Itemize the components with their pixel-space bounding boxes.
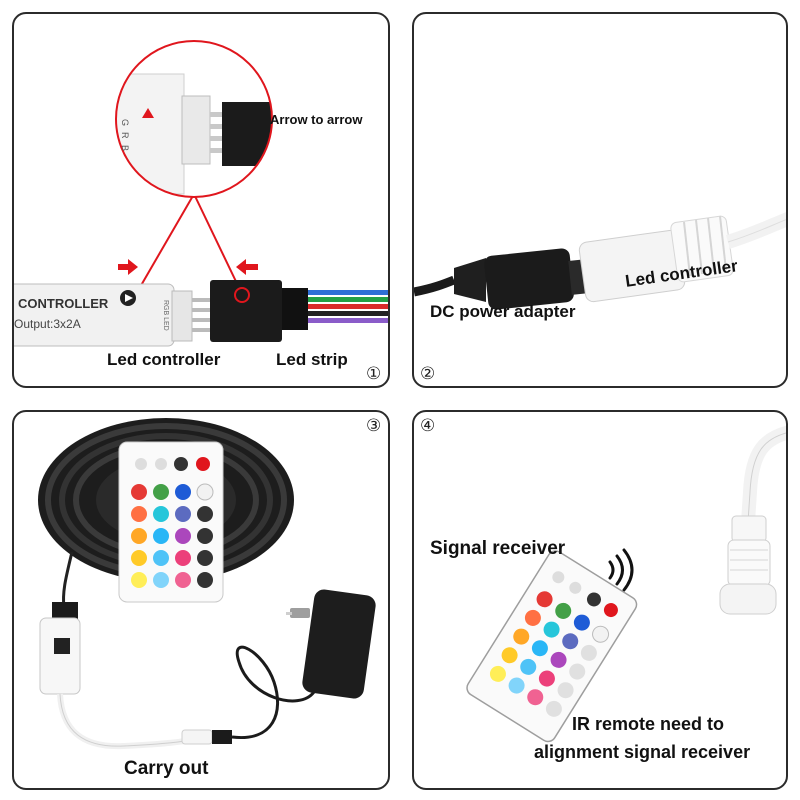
rgb-led-text: RGB LED <box>162 300 169 331</box>
signal-receiver <box>719 515 777 615</box>
controller-output-text: Output:3x2A <box>14 317 81 331</box>
callout-line-right <box>193 193 243 295</box>
controller-brand-text: CONTROLLER <box>18 296 109 311</box>
pin-letter-g: G <box>120 119 130 127</box>
label-dc-power-adapter: DC power adapter <box>430 302 576 321</box>
panel-number-4: ④ <box>420 416 436 435</box>
panel-power-adapter-connection: Led controller DC power adapter ② <box>412 12 788 388</box>
rgb-wires <box>304 290 388 323</box>
callout-line-left <box>131 193 195 302</box>
zoom-callout <box>115 40 273 198</box>
label-signal-receiver: Signal receiver <box>430 538 566 559</box>
wireless-signal-icon <box>608 548 634 592</box>
callout-label: Arrow to arrow <box>270 112 363 127</box>
label-carry-out: Carry out <box>124 758 209 779</box>
label-ir-remote-line2: alignment signal receiver <box>534 742 751 762</box>
pin-letter-b: B <box>120 145 130 152</box>
controller-cable <box>725 212 786 249</box>
ir-remote <box>466 550 638 743</box>
complete-kit-illustration <box>38 418 376 750</box>
label-ir-remote-line1: IR remote need to <box>572 714 725 734</box>
adapter-cable <box>414 275 456 297</box>
panel-connection-controller-strip: Arrow to arrow G R B CONTROLLER Output:3… <box>12 12 390 388</box>
panel-ir-remote-alignment: Signal receiver IR remote need to alignm… <box>412 410 788 790</box>
dc-adapter-illustration <box>414 212 786 310</box>
controller-power-cable <box>57 693 201 750</box>
led-controller-body <box>14 283 175 347</box>
label-led-strip: Led strip <box>276 350 348 369</box>
dc-socket-white <box>578 215 734 303</box>
adapter-cable-coil <box>231 645 316 740</box>
controller-strip-illustration <box>14 40 388 347</box>
label-led-controller: Led controller <box>107 350 221 369</box>
ir-remote-on-reel <box>118 441 224 603</box>
red-arrow-right-icon <box>236 259 258 275</box>
arrow-marker-icon <box>142 108 154 118</box>
ir-receiver-illustration <box>466 425 786 743</box>
receiver-cable <box>741 425 786 523</box>
panel-number-1: ① <box>366 364 382 383</box>
led-strip-connector <box>210 280 282 342</box>
power-adapter <box>286 589 376 699</box>
pin-letter-r: R <box>120 132 130 139</box>
panel-complete-kit: Carry out ③ <box>12 410 390 790</box>
dc-plug-black <box>454 248 590 310</box>
panel-number-3: ③ <box>366 416 382 435</box>
wifi-controller <box>39 602 81 695</box>
red-arrow-left-icon <box>118 259 138 275</box>
panel-number-2: ② <box>420 364 436 383</box>
strip-arrow-mark-icon <box>234 287 250 303</box>
